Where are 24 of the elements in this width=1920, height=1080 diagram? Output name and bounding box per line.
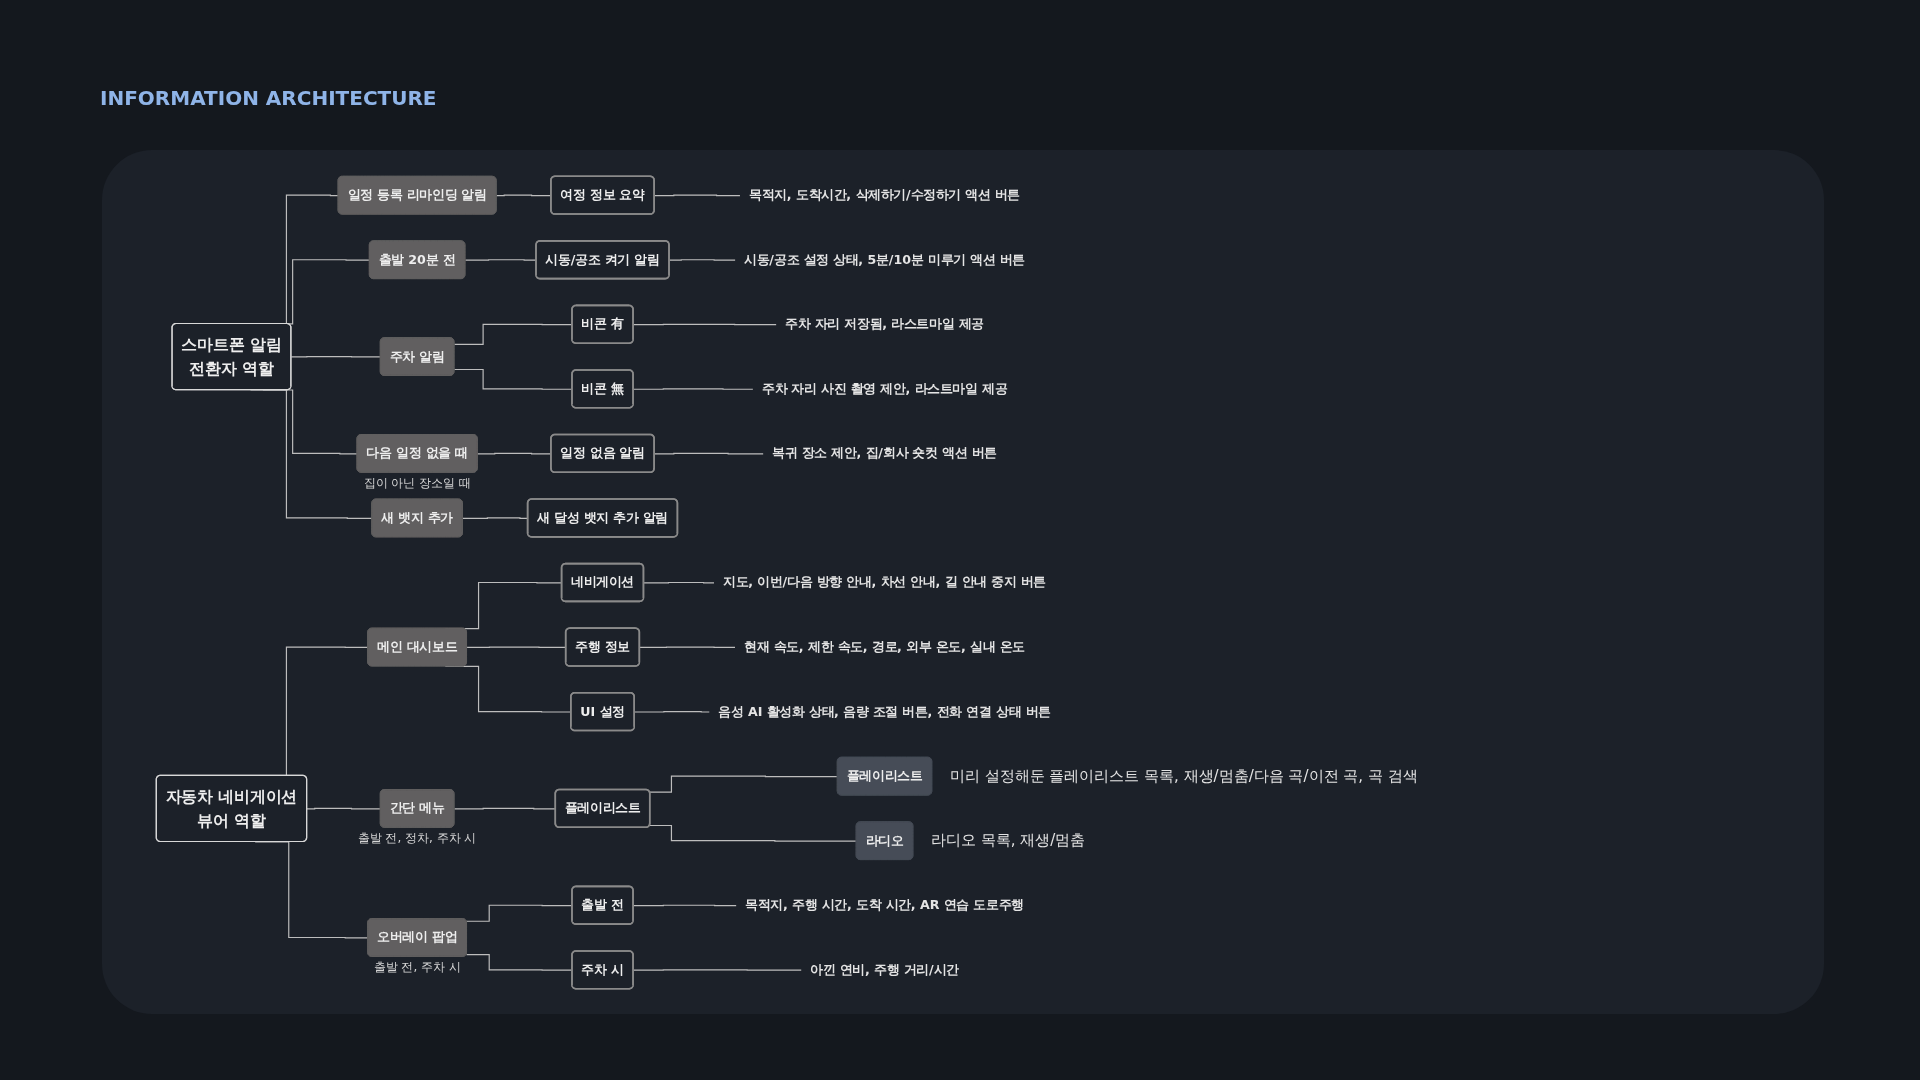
connector [643, 581, 715, 584]
description-text: 미리 설정해둔 플레이리스트 목록, 재생/멈춤/다음 곡/이전 곡, 곡 검색 [949, 766, 1418, 786]
connector [649, 775, 839, 793]
node-text: 지도, 이번/다음 방향 안내, 차선 안내, 길 안내 중지 버튼 [723, 574, 1046, 590]
node-text: 주차 자리 저장됨, 라스트마일 제공 [785, 316, 984, 332]
connector [290, 356, 382, 358]
connector [306, 807, 382, 810]
node-text: 목적지, 주행 시간, 도착 시간, AR 연습 도로주행 [745, 897, 1024, 913]
node-text: 복귀 장소 제안, 집/회사 숏컷 액션 버튼 [772, 445, 997, 461]
diagram-title: INFORMATION ARCHITECTURE [100, 86, 437, 110]
node-text: 음성 AI 활성화 상태, 음량 조절 버튼, 전화 연결 상태 버튼 [718, 703, 1051, 719]
connector [649, 824, 858, 842]
description-text: 라디오 목록, 재생/멈춤 [930, 831, 1086, 851]
node-text: 현재 속도, 제한 속도, 경로, 외부 온도, 실내 온도 [744, 639, 1025, 655]
connector [634, 711, 710, 713]
node-text: 시동/공조 설정 상태, 5분/10분 미루기 액션 버튼 [744, 251, 1025, 267]
node-caption: 출발 전, 주차 시 [373, 959, 461, 977]
node-text: 주차 자리 사진 촬영 제안, 라스트마일 제공 [761, 380, 1008, 396]
node-caption: 출발 전, 정차, 주차 시 [357, 830, 477, 848]
connector [464, 259, 537, 261]
node-caption: 집이 아닌 장소일 때 [363, 475, 472, 493]
connector [639, 646, 736, 649]
node-text: 목적지, 도착시간, 삭제하기/수정하기 액션 버튼 [749, 187, 1021, 203]
node-text: 아낀 연비, 주행 거리/시간 [810, 961, 959, 977]
